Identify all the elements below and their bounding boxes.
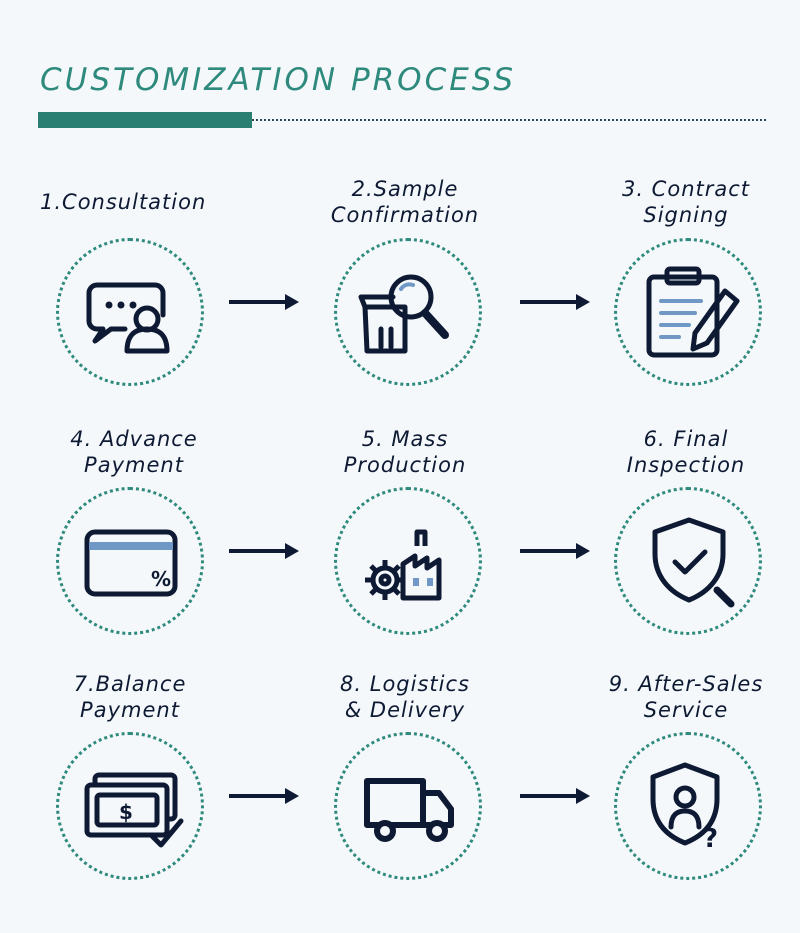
step-9-circle: ?: [614, 732, 762, 880]
step-8-title: 8. Logistics: [340, 672, 470, 696]
svg-text:?: ?: [703, 824, 718, 854]
step-6-title: 6. Final: [643, 427, 729, 451]
step-7-title: 7.Balance: [73, 672, 187, 696]
step-1-circle: [56, 238, 204, 386]
step-7-label: 7.Balance Payment: [0, 671, 260, 723]
cash-check-icon: $: [84, 772, 184, 848]
step-5-title: 5. Mass: [361, 427, 449, 451]
truck-icon: [364, 778, 454, 842]
step-9-subtitle: Service: [643, 698, 729, 722]
title-dotted-rule: [252, 119, 766, 121]
title-accent-bar: [38, 112, 252, 128]
factory-gear-icon: [365, 529, 442, 601]
step-9-label: 9. After-Sales Service: [556, 671, 800, 723]
arrow-step-1-to-2: [229, 294, 299, 310]
step-9-title: 9. After-Sales: [608, 672, 764, 696]
step-4-title: 4. Advance: [70, 427, 198, 451]
arrow-step-8-to-9: [520, 788, 590, 804]
step-3-circle: [614, 238, 762, 386]
step-2-label: 2.Sample Confirmation: [275, 176, 535, 228]
arrow-step-5-to-6: [520, 543, 590, 559]
step-6-subtitle: Inspection: [626, 453, 746, 477]
arrow-step-7-to-8: [229, 788, 299, 804]
step-5-label: 5. Mass Production: [275, 426, 535, 478]
svg-text:$: $: [119, 800, 133, 824]
chat-person-icon: [86, 282, 170, 354]
arrow-step-4-to-5: [229, 543, 299, 559]
page-title: CUSTOMIZATION PROCESS: [40, 62, 517, 98]
step-6-circle: [614, 487, 762, 635]
box-magnifier-icon: [358, 274, 449, 354]
svg-text:%: %: [151, 567, 171, 591]
shield-person-question-icon: ?: [650, 762, 720, 854]
step-2-title: 2.Sample: [351, 177, 459, 201]
step-6-label: 6. Final Inspection: [556, 426, 800, 478]
step-3-title: 3. Contract: [621, 177, 751, 201]
step-2-circle: [334, 238, 482, 386]
shield-check-icon: [652, 517, 735, 608]
step-3-subtitle: Signing: [643, 203, 729, 227]
step-1-label: 1.Consultation: [4, 189, 264, 215]
credit-card-percent-icon: %: [84, 529, 178, 597]
step-4-label: 4. Advance Payment: [4, 426, 264, 478]
step-1-title: 1.Consultation: [40, 190, 207, 214]
step-8-label: 8. Logistics & Delivery: [275, 671, 535, 723]
arrow-step-2-to-3: [520, 294, 590, 310]
clipboard-pen-icon: [646, 266, 740, 358]
step-7-circle: $: [56, 732, 204, 880]
step-4-subtitle: Payment: [84, 453, 184, 477]
step-7-subtitle: Payment: [80, 698, 180, 722]
step-2-subtitle: Confirmation: [330, 203, 480, 227]
step-8-circle: [334, 732, 482, 880]
step-4-circle: %: [56, 487, 204, 635]
step-5-circle: [334, 487, 482, 635]
step-8-subtitle: & Delivery: [344, 698, 466, 722]
step-5-subtitle: Production: [343, 453, 467, 477]
step-3-label: 3. Contract Signing: [556, 176, 800, 228]
